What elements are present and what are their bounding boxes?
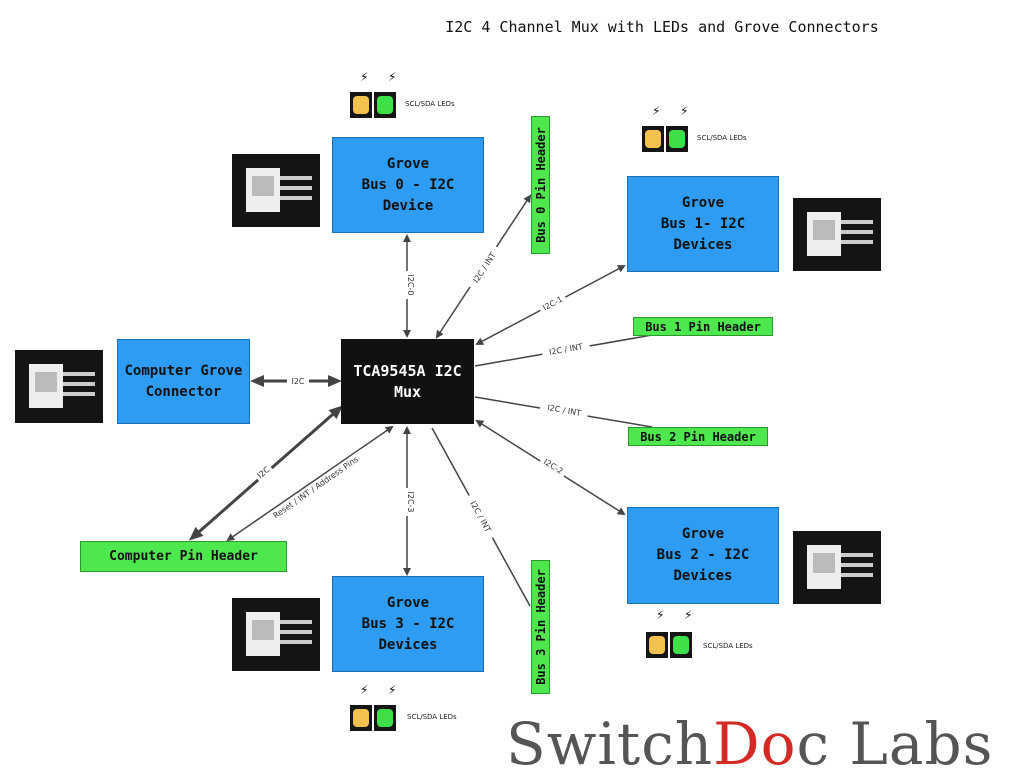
computer-pin-header: Computer Pin Header xyxy=(80,541,287,572)
scl-led-icon xyxy=(642,126,664,152)
scl-led-icon xyxy=(646,632,668,658)
mux-chip: TCA9545A I2C Mux xyxy=(341,339,474,424)
bus0-device-box: Grove Bus 0 - I2C Device xyxy=(332,137,484,233)
bus1-pin-header: Bus 1 Pin Header xyxy=(633,317,773,336)
computer-grove-connector-box: Computer Grove Connector xyxy=(117,339,250,424)
label-bus0-i2c-int: I2C / INT xyxy=(466,244,503,291)
grove-connector-image-computer xyxy=(15,350,103,423)
led-label: SCL/SDA LEDs xyxy=(703,642,753,650)
svg-text:I2C-1: I2C-1 xyxy=(541,295,564,313)
lightning-icon: ⚡ xyxy=(680,104,689,118)
svg-text:I2C / INT: I2C / INT xyxy=(468,500,492,534)
led-label: SCL/SDA LEDs xyxy=(407,713,457,721)
grove-connector-image-bus0 xyxy=(232,154,320,227)
lightning-icon: ⚡ xyxy=(652,104,661,118)
svg-text:Reset / INT / Address Pins: Reset / INT / Address Pins xyxy=(271,455,359,521)
lightning-icon: ⚡ xyxy=(360,70,369,84)
lightning-icon: ⚡ xyxy=(656,608,665,622)
label-i2c-0: I2C-0 xyxy=(405,271,416,299)
mux-line1: TCA9545A I2C xyxy=(353,361,462,380)
sda-led-icon xyxy=(374,92,396,118)
lightning-icon: ⚡ xyxy=(388,683,397,697)
diagram-title: I2C 4 Channel Mux with LEDs and Grove Co… xyxy=(445,18,879,36)
bus3-device-box: Grove Bus 3 - I2C Devices xyxy=(332,576,484,672)
label-bus1-i2c-int: I2C / INT xyxy=(541,339,591,360)
mux-line2: Mux xyxy=(393,382,422,401)
sda-led-icon xyxy=(670,632,692,658)
label-i2c: I2C xyxy=(287,375,309,387)
label-bus2-i2c-int: I2C / INT xyxy=(539,400,589,421)
switchdoc-labs-logo: SwitchDoc Labs xyxy=(506,710,994,778)
link-computer-header-reset xyxy=(226,425,394,542)
svg-text:I2C / INT: I2C / INT xyxy=(472,251,498,285)
grove-connector-image-bus1 xyxy=(793,198,881,271)
lightning-icon: ⚡ xyxy=(684,608,693,622)
grove-connector-image-bus3 xyxy=(232,598,320,671)
bus3-pin-header: Bus 3 Pin Header xyxy=(531,560,550,694)
lightning-icon: ⚡ xyxy=(360,683,369,697)
grove-connector-image-bus2 xyxy=(793,531,881,604)
label-bus3-i2c-int: I2C / INT xyxy=(463,493,497,541)
svg-text:I2C-3: I2C-3 xyxy=(406,491,415,512)
lightning-icon: ⚡ xyxy=(388,70,397,84)
label-i2c-1: I2C-1 xyxy=(537,292,568,315)
svg-text:I2C-2: I2C-2 xyxy=(542,457,565,476)
led-label: SCL/SDA LEDs xyxy=(697,134,747,142)
label-i2c-2: I2C-2 xyxy=(538,454,569,479)
label-i2c-3: I2C-3 xyxy=(405,488,416,516)
scl-led-icon xyxy=(350,92,372,118)
sda-led-icon xyxy=(374,705,396,731)
sda-led-icon xyxy=(666,126,688,152)
svg-text:I2C: I2C xyxy=(291,377,304,386)
bus0-pin-header: Bus 0 Pin Header xyxy=(531,116,550,254)
scl-led-icon xyxy=(350,705,372,731)
bus2-device-box: Grove Bus 2 - I2C Devices xyxy=(627,507,779,604)
svg-text:I2C-0: I2C-0 xyxy=(406,274,415,295)
bus1-device-box: Grove Bus 1- I2C Devices xyxy=(627,176,779,272)
bus2-pin-header: Bus 2 Pin Header xyxy=(628,427,768,446)
led-label: SCL/SDA LEDs xyxy=(405,100,455,108)
